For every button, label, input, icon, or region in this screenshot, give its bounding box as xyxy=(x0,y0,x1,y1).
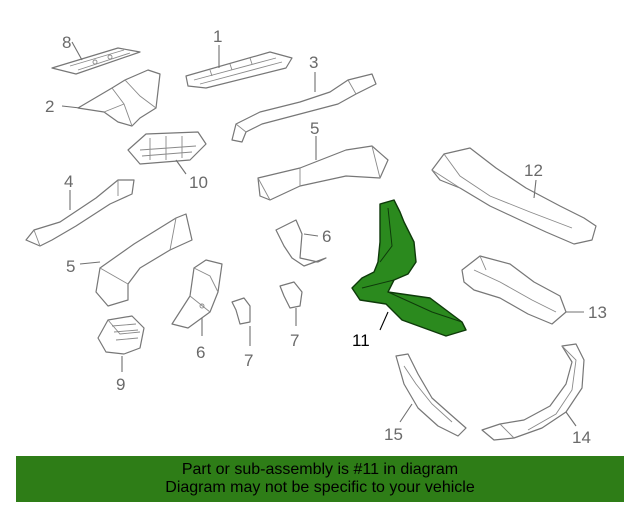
callout-6-left: 6 xyxy=(196,343,205,362)
callout-2: 2 xyxy=(45,97,54,116)
part-5-upper[interactable] xyxy=(257,145,389,201)
part-2[interactable] xyxy=(77,69,161,127)
part-6-left[interactable] xyxy=(171,259,223,329)
banner-line-1: Part or sub-assembly is #11 in diagram xyxy=(181,461,459,478)
callout-10: 10 xyxy=(189,173,208,192)
part-4[interactable] xyxy=(25,179,135,247)
part-5-lower[interactable] xyxy=(95,213,193,307)
callout-1: 1 xyxy=(213,27,222,46)
part-11[interactable] xyxy=(351,199,467,337)
part-7-left[interactable] xyxy=(231,297,251,325)
callout-4: 4 xyxy=(64,172,73,191)
part-15[interactable] xyxy=(395,353,467,437)
part-8[interactable] xyxy=(51,47,141,75)
info-banner: Part or sub-assembly is #11 in diagram D… xyxy=(16,456,624,502)
part-12[interactable] xyxy=(431,147,597,245)
part-14[interactable] xyxy=(481,343,585,441)
callout-8: 8 xyxy=(62,33,71,52)
callout-6-right: 6 xyxy=(322,227,331,246)
callout-11: 11 xyxy=(352,331,370,350)
part-1[interactable] xyxy=(185,51,293,89)
part-9[interactable] xyxy=(97,315,145,355)
parts-diagram: 8 2 1 3 10 5 4 5 xyxy=(25,27,607,447)
part-10[interactable] xyxy=(127,131,207,165)
callout-7-left: 7 xyxy=(244,351,253,370)
callout-5-lower: 5 xyxy=(66,257,75,276)
callout-5-upper: 5 xyxy=(310,119,319,138)
part-13[interactable] xyxy=(461,255,567,325)
callout-14: 14 xyxy=(572,428,591,447)
callout-13: 13 xyxy=(588,303,607,322)
callout-12: 12 xyxy=(524,161,543,180)
part-6-right[interactable] xyxy=(275,219,327,267)
part-7-right[interactable] xyxy=(279,281,303,309)
part-3[interactable] xyxy=(231,73,377,143)
callout-9: 9 xyxy=(116,375,125,394)
callout-15: 15 xyxy=(384,425,403,444)
callout-3: 3 xyxy=(309,53,318,72)
banner-line-2: Diagram may not be specific to your vehi… xyxy=(165,479,475,496)
callout-7-right: 7 xyxy=(290,331,299,350)
